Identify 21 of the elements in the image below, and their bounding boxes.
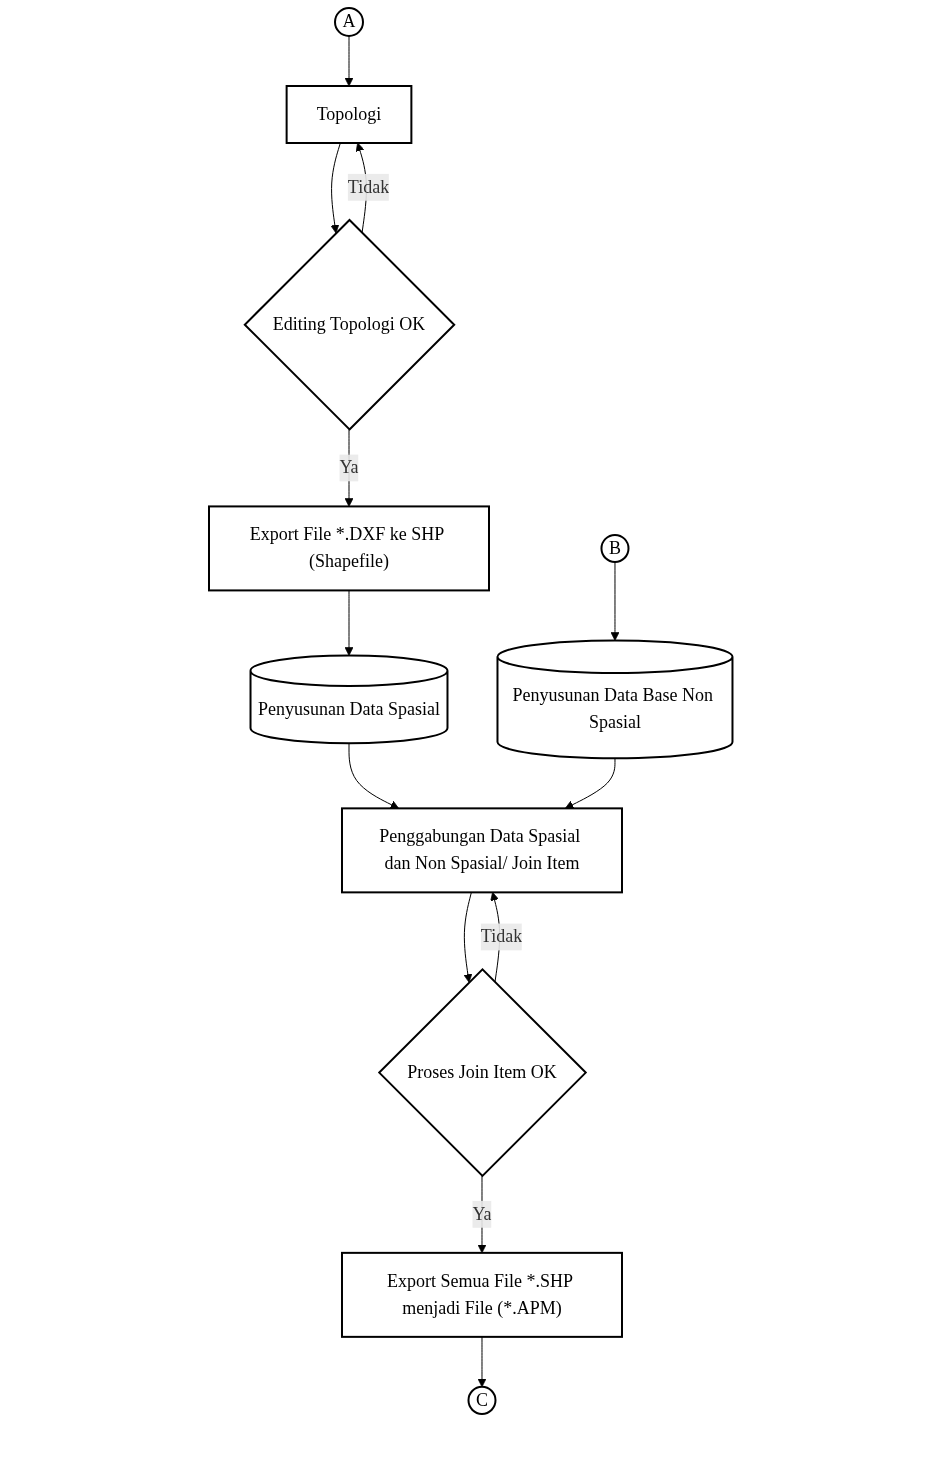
node-diamond: Proses Join Item OK: [378, 967, 588, 1178]
node-circle: A: [334, 7, 365, 37]
node-diamond: Editing Topologi OK: [243, 218, 456, 431]
node-box: Export Semua File *.SHP menjadi File (*.APM): [341, 1251, 624, 1338]
arrow: [348, 742, 400, 809]
node-box: Topologi: [285, 85, 413, 144]
node-circle: C: [467, 1385, 497, 1415]
arrow: [610, 561, 620, 641]
node-box: Penggabungan Data Spasial dan Non Spasial/ Join Item: [341, 807, 624, 894]
arrow: [477, 1336, 487, 1388]
arrow: [565, 757, 616, 809]
edge-label: Ya: [472, 1203, 492, 1224]
node-box: Export File *.DXF ke SHP (Shapefile): [208, 505, 491, 592]
arrow: [344, 589, 354, 656]
arrow: [344, 35, 354, 87]
edge-label: Ya: [339, 457, 359, 478]
node-circle: B: [600, 533, 630, 563]
arrow: [463, 891, 473, 983]
edge-label: Tidak: [481, 926, 523, 947]
edge-label: Tidak: [348, 176, 390, 197]
arrow: [330, 142, 342, 234]
